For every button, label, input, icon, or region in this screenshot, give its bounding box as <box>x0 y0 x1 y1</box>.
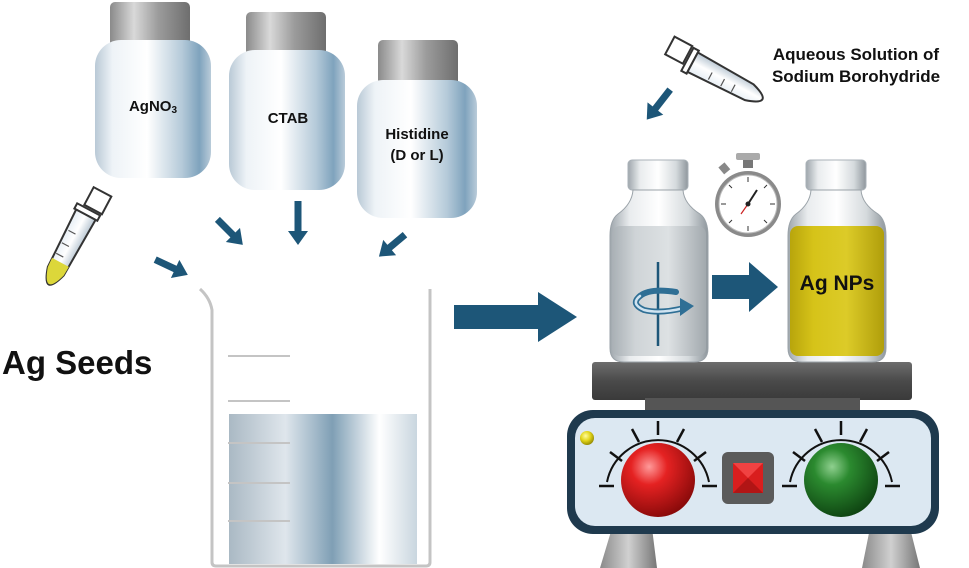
borohydride-label-line1: Aqueous Solution of <box>772 45 940 64</box>
right-leg <box>862 528 920 568</box>
left-knob-scale <box>599 421 717 488</box>
reaction-arrow <box>712 262 778 312</box>
histidine-label-line2: (D or L) <box>390 147 444 164</box>
ctab-label: CTAB <box>267 110 309 127</box>
histidine-label: Histidine (D or L) <box>364 124 470 166</box>
ctab-bottle <box>229 12 345 190</box>
transfer-arrow <box>454 292 577 342</box>
agno3-label-main: AgNO <box>128 98 172 115</box>
right-knob-icon[interactable] <box>804 443 878 517</box>
agno3-label: AgNO3 <box>110 96 196 121</box>
hot-plate-top <box>592 362 912 400</box>
beaker <box>198 287 432 568</box>
arrow-from-agno3 <box>214 216 243 245</box>
reagent-arrows <box>153 201 408 278</box>
product-vial <box>787 159 887 363</box>
borohydride-label: Aqueous Solution of Sodium Borohydride <box>744 44 968 88</box>
stir-plate <box>567 362 939 568</box>
product-label: Ag NPs <box>799 272 875 295</box>
seeds-tube-icon <box>45 185 113 286</box>
stopwatch-icon <box>715 153 781 237</box>
stirred-vial <box>609 159 709 363</box>
left-leg <box>600 528 657 568</box>
borohydride-label-line2: Sodium Borohydride <box>771 67 941 86</box>
arrow-from-ctab <box>288 201 308 245</box>
indicator-light-icon <box>580 431 594 445</box>
arrow-from-histidine <box>378 232 408 257</box>
seeds-label: Ag Seeds <box>2 344 153 381</box>
agno3-bottle <box>95 2 211 178</box>
histidine-label-line1: Histidine <box>385 126 449 143</box>
right-knob-scale <box>782 421 900 488</box>
borohydride-tube-icon <box>663 35 764 103</box>
agno3-label-subscript: 3 <box>171 105 178 116</box>
histidine-bottle <box>357 40 477 218</box>
rotation-arrow-icon <box>632 262 694 346</box>
left-knob-icon[interactable] <box>621 443 695 517</box>
arrow-from-seeds <box>153 256 188 278</box>
borohydride-arrow <box>646 87 673 120</box>
